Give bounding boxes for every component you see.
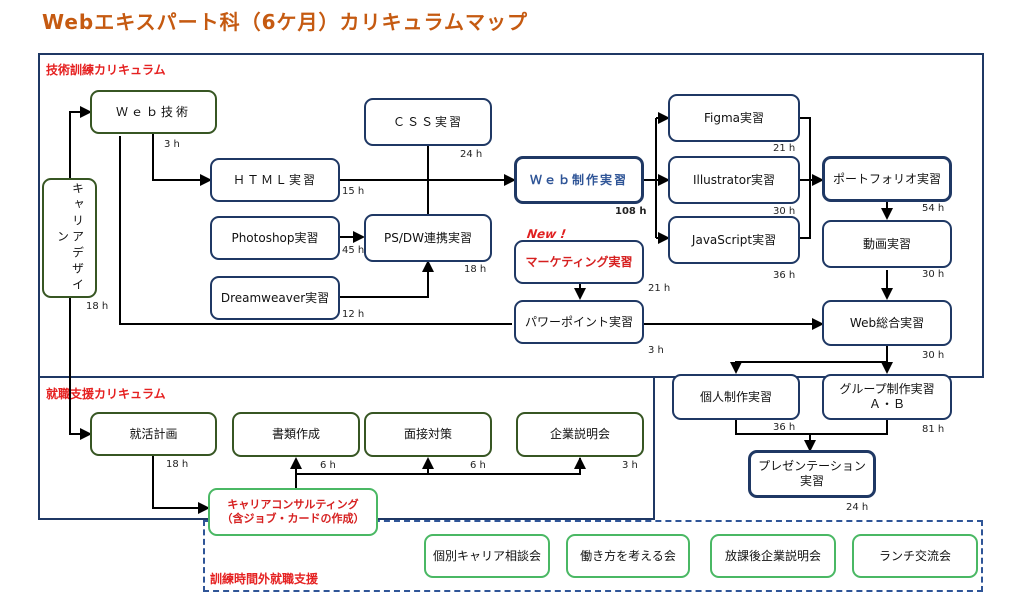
think-work-label: 働き方を考える会 bbox=[580, 548, 676, 563]
career-design-box: キャリアデザイン bbox=[42, 178, 97, 298]
figma-box: Figma実習 bbox=[668, 94, 800, 142]
web-production-box: Ｗｅｂ制作実習 bbox=[514, 156, 644, 204]
hours-photoshop: 45 h bbox=[342, 245, 365, 256]
hours-individual: 36 h bbox=[773, 422, 796, 433]
individual-box: 個人制作実習 bbox=[672, 374, 800, 420]
career-design-label: キャリアデザイン bbox=[55, 182, 85, 294]
hours-powerpoint: 3 h bbox=[648, 345, 664, 356]
ps-dw-label: PS/DW連携実習 bbox=[383, 230, 472, 245]
lunch-box: ランチ交流会 bbox=[852, 534, 978, 578]
job-plan-label: 就活計画 bbox=[129, 426, 178, 441]
consulting-label-line1: キャリアコンサルティング bbox=[227, 498, 359, 512]
marketing-label: マーケティング実習 bbox=[525, 254, 633, 269]
hours-figma: 21 h bbox=[773, 143, 796, 154]
web-tech-box: Ｗｅｂ技術 bbox=[90, 90, 217, 134]
photoshop-label: Photoshop実習 bbox=[231, 230, 319, 245]
documents-box: 書類作成 bbox=[232, 412, 360, 457]
company-briefing-label: 企業説明会 bbox=[549, 427, 610, 441]
hours-marketing: 21 h bbox=[648, 283, 671, 294]
html-box: ＨＴＭＬ実習 bbox=[210, 158, 340, 202]
css-box: ＣＳＳ実習 bbox=[364, 98, 492, 146]
figma-label: Figma実習 bbox=[703, 110, 765, 125]
individual-consult-label: 個別キャリア相談会 bbox=[432, 548, 541, 563]
hours-job-plan: 18 h bbox=[166, 459, 189, 470]
page-title: Webエキスパート科（6ケ月）カリキュラムマップ bbox=[42, 10, 528, 34]
hours-ps-dw: 18 h bbox=[464, 264, 487, 275]
dreamweaver-box: Dreamweaver実習 bbox=[210, 276, 340, 320]
presentation-box: プレゼンテーション 実習 bbox=[748, 450, 876, 498]
portfolio-box: ポートフォリオ実習 bbox=[822, 156, 952, 202]
web-general-box: Web総合実習 bbox=[822, 300, 952, 346]
group-label-line1: グループ制作実習 bbox=[839, 382, 935, 396]
interview-box: 面接対策 bbox=[364, 412, 492, 457]
outside-section-label: 訓練時間外就職支援 bbox=[210, 572, 319, 586]
outside-section bbox=[203, 520, 983, 592]
illustrator-box: Illustrator実習 bbox=[668, 156, 800, 204]
hours-portfolio: 54 h bbox=[922, 203, 945, 214]
individual-consult-box: 個別キャリア相談会 bbox=[424, 534, 550, 578]
hours-web-tech: 3 h bbox=[164, 139, 180, 150]
consulting-label-line2: （含ジョブ・カードの作成） bbox=[221, 512, 365, 525]
lunch-label: ランチ交流会 bbox=[878, 548, 951, 563]
web-production-label: Ｗｅｂ制作実習 bbox=[529, 172, 628, 187]
group-box: グループ制作実習 Ａ・Ｂ bbox=[822, 374, 952, 420]
presentation-label-line1: プレゼンテーション bbox=[758, 459, 866, 473]
group-label-line2: Ａ・Ｂ bbox=[868, 397, 905, 411]
technical-section-label: 技術訓練カリキュラム bbox=[46, 63, 166, 77]
after-school-box: 放課後企業説明会 bbox=[710, 534, 836, 578]
hours-documents: 6 h bbox=[320, 460, 336, 471]
after-school-label: 放課後企業説明会 bbox=[724, 548, 821, 563]
hours-html: 15 h bbox=[342, 186, 365, 197]
marketing-box: マーケティング実習 bbox=[514, 240, 644, 284]
hours-css: 24 h bbox=[460, 149, 483, 160]
company-briefing-box: 企業説明会 bbox=[516, 412, 644, 457]
hours-presentation: 24 h bbox=[846, 502, 869, 513]
hours-web-general: 30 h bbox=[922, 350, 945, 361]
hours-illustrator: 30 h bbox=[773, 206, 796, 217]
video-box: 動画実習 bbox=[822, 220, 952, 268]
new-badge: New ! bbox=[526, 227, 567, 241]
hours-javascript: 36 h bbox=[773, 270, 796, 281]
javascript-box: JavaScript実習 bbox=[668, 216, 800, 264]
dreamweaver-label: Dreamweaver実習 bbox=[220, 290, 330, 305]
video-label: 動画実習 bbox=[862, 236, 911, 251]
powerpoint-box: パワーポイント実習 bbox=[514, 300, 644, 344]
css-label: ＣＳＳ実習 bbox=[392, 114, 463, 129]
hours-career-design: 18 h bbox=[86, 301, 109, 312]
documents-label: 書類作成 bbox=[271, 427, 320, 441]
html-label: ＨＴＭＬ実習 bbox=[232, 172, 317, 187]
hours-video: 30 h bbox=[922, 269, 945, 280]
portfolio-label: ポートフォリオ実習 bbox=[832, 171, 941, 186]
employment-section-label: 就職支援カリキュラム bbox=[46, 387, 166, 401]
web-tech-label: Ｗｅｂ技術 bbox=[115, 104, 191, 119]
hours-dreamweaver: 12 h bbox=[342, 309, 365, 320]
ps-dw-box: PS/DW連携実習 bbox=[364, 214, 492, 262]
presentation-label-line2: 実習 bbox=[799, 474, 824, 488]
photoshop-box: Photoshop実習 bbox=[210, 216, 340, 260]
think-work-box: 働き方を考える会 bbox=[566, 534, 690, 578]
illustrator-label: Illustrator実習 bbox=[692, 172, 776, 187]
hours-interview: 6 h bbox=[470, 460, 486, 471]
consulting-box: キャリアコンサルティング （含ジョブ・カードの作成） bbox=[208, 488, 378, 536]
hours-group: 81 h bbox=[922, 424, 945, 435]
hours-company-briefing: 3 h bbox=[622, 460, 638, 471]
powerpoint-label: パワーポイント実習 bbox=[524, 314, 633, 329]
web-general-label: Web総合実習 bbox=[849, 315, 925, 330]
hours-web-production: 108 h bbox=[615, 206, 647, 217]
individual-label: 個人制作実習 bbox=[699, 389, 772, 404]
job-plan-box: 就活計画 bbox=[90, 412, 217, 456]
interview-label: 面接対策 bbox=[403, 427, 452, 441]
javascript-label: JavaScript実習 bbox=[691, 232, 777, 247]
